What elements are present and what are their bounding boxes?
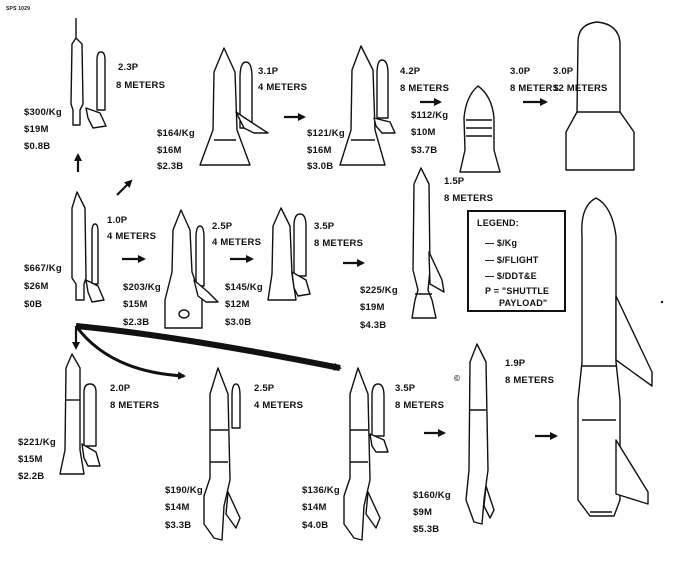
c7-cost-flight: $15M: [123, 299, 148, 310]
copyright-mark: ©: [454, 374, 461, 383]
legend-item-ddte: — $/DDT&E: [485, 271, 537, 281]
legend-item-ddte-label: $/DDT&E: [496, 271, 537, 281]
c10-cost-kg: $221/Kg: [18, 437, 56, 448]
c2-payload: 3.1P: [258, 66, 279, 77]
speck: [660, 300, 664, 304]
c6-cost-kg: $667/Kg: [24, 263, 62, 274]
legend-item-cost-kg: — $/Kg: [485, 238, 518, 248]
c1-ddte: $0.8B: [24, 141, 51, 152]
c9-ddte: $4.3B: [360, 320, 387, 331]
c4-cost-flight: $10M: [411, 127, 436, 138]
c6-cost-flight: $26M: [24, 281, 49, 292]
c2-cost-flight: $16M: [157, 145, 182, 156]
legend: LEGEND: — $/Kg — $/FLIGHT — $/DDT&E P = …: [467, 210, 566, 312]
c6-size: 4 METERS: [107, 231, 157, 242]
arrow-c6-to-c2: [116, 179, 133, 196]
legend-item-cost-kg-label: $/Kg: [496, 238, 518, 248]
c10-payload: 2.0P: [110, 383, 131, 394]
c12-cost-kg: $136/Kg: [302, 485, 340, 496]
vehicle-c9: [411, 167, 445, 319]
c5-payload: 3.0P: [553, 66, 574, 77]
c9-payload: 1.5P: [444, 176, 465, 187]
c4-payload: 3.0P: [510, 66, 531, 77]
c4-cost-kg: $112/Kg: [411, 110, 449, 121]
c3-cost-kg: $121/Kg: [307, 128, 345, 139]
c6-payload: 1.0P: [107, 215, 128, 226]
c11-size: 4 METERS: [254, 400, 304, 411]
c3-cost-flight: $16M: [307, 145, 332, 156]
c8-cost-flight: $12M: [225, 299, 250, 310]
c12-payload: 3.5P: [395, 383, 416, 394]
c8-payload: 3.5P: [314, 221, 335, 232]
c7-payload: 2.5P: [212, 221, 233, 232]
vehicle-c5: [565, 21, 635, 171]
c10-cost-flight: $15M: [18, 454, 43, 465]
c2-size: 4 METERS: [258, 82, 308, 93]
vehicle-c4: [459, 85, 501, 173]
c9-cost-flight: $19M: [360, 302, 385, 313]
c8-size: 8 METERS: [314, 238, 364, 249]
c9-size: 8 METERS: [444, 193, 494, 204]
c10-size: 8 METERS: [110, 400, 160, 411]
c6-ddte: $0B: [24, 299, 43, 310]
legend-item-cost-flight-label: $/FLIGHT: [496, 255, 539, 265]
legend-p-line1: P = "SHUTTLE: [485, 286, 550, 296]
c11-cost-kg: $190/Kg: [165, 485, 203, 496]
c3-size: 8 METERS: [400, 83, 450, 94]
c7-size: 4 METERS: [212, 237, 262, 248]
vehicle-c13: [465, 343, 495, 525]
c1-size: 8 METERS: [116, 80, 166, 91]
flow-arrows: [72, 98, 558, 440]
c10-ddte: $2.2B: [18, 471, 45, 482]
vehicle-c2: [199, 47, 269, 166]
curve-c6-to-c11: [74, 325, 186, 380]
vehicle-c1: [70, 18, 107, 129]
c8-ddte: $3.0B: [225, 317, 252, 328]
vehicle-c3: [339, 45, 396, 166]
c2-cost-kg: $164/Kg: [157, 128, 195, 139]
c7-cost-kg: $203/Kg: [123, 282, 161, 293]
c13-payload: 1.9P: [505, 358, 526, 369]
c3-ddte: $3.0B: [307, 161, 334, 172]
c13-cost-flight: $9M: [413, 507, 433, 518]
c4-ddte: $3.7B: [411, 145, 438, 156]
c8-cost-kg: $145/Kg: [225, 282, 263, 293]
c12-cost-flight: $14M: [302, 502, 327, 513]
c13-cost-kg: $160/Kg: [413, 490, 451, 501]
c5-size: 12 METERS: [553, 83, 608, 94]
c1-payload: 2.3P: [118, 62, 139, 73]
c2-ddte: $2.3B: [157, 161, 184, 172]
c7-ddte: $2.3B: [123, 317, 150, 328]
c9-cost-kg: $225/Kg: [360, 285, 398, 296]
c12-size: 8 METERS: [395, 400, 445, 411]
vehicle-c8: [267, 207, 311, 301]
c12-ddte: $4.0B: [302, 520, 329, 531]
c1-cost-flight: $19M: [24, 124, 49, 135]
c1-cost-kg: $300/Kg: [24, 107, 62, 118]
vehicle-c11: [203, 367, 241, 541]
legend-item-cost-flight: — $/FLIGHT: [485, 255, 539, 265]
c11-cost-flight: $14M: [165, 502, 190, 513]
c3-payload: 4.2P: [400, 66, 421, 77]
c13-ddte: $5.3B: [413, 524, 440, 535]
c4-size: 8 METERS: [510, 83, 560, 94]
legend-title: LEGEND:: [477, 218, 519, 228]
vehicle-c12: [343, 367, 389, 541]
curved-arrows: [74, 323, 342, 380]
c13-size: 8 METERS: [505, 375, 555, 386]
final-orbiter-stack: [577, 197, 653, 517]
c11-ddte: $3.3B: [165, 520, 192, 531]
c11-payload: 2.5P: [254, 383, 275, 394]
legend-p-line2: PAYLOAD": [499, 298, 548, 308]
vehicle-c7: [164, 209, 219, 329]
curve-c6-to-c12: [75, 323, 342, 371]
corner-code: SPS 1029: [6, 6, 31, 12]
vehicle-c10: [59, 353, 101, 475]
vehicle-c6: [71, 191, 105, 303]
